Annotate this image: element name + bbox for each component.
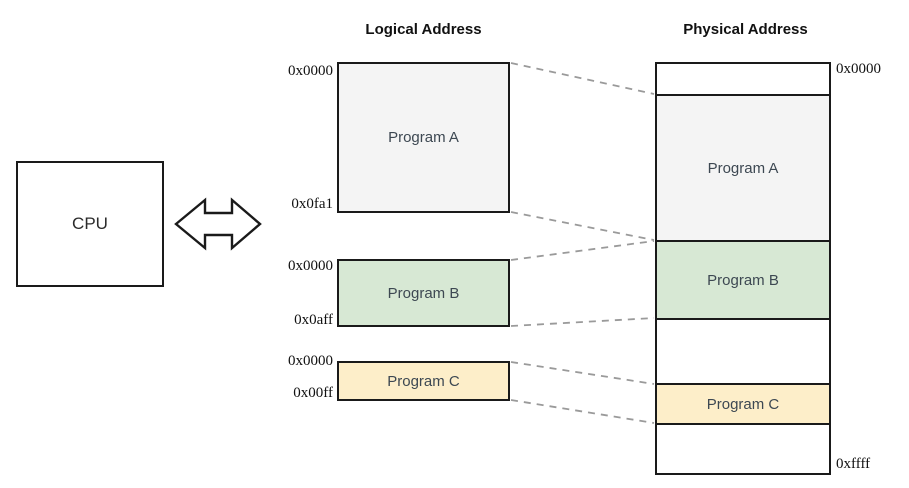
physical-segment-program-b: Program B (655, 240, 831, 318)
physical-bottom-addr: 0xffff (836, 456, 871, 472)
physical-segment-free-middle (655, 318, 831, 383)
logical-c-end-addr: 0x00ff (293, 385, 333, 401)
logical-block-program-b: Program B (337, 259, 510, 327)
double-headed-arrow (174, 197, 262, 251)
physical-segment-program-a: Program A (655, 94, 831, 240)
logical-a-end-addr: 0x0fa1 (291, 196, 333, 212)
connector-c-bottom (510, 399, 655, 424)
connector-a-top (510, 62, 655, 95)
physical-address-title: Physical Address (683, 21, 808, 38)
logical-block-program-c: Program C (337, 361, 510, 401)
physical-top-addr: 0x0000 (836, 61, 881, 77)
physical-segment-free-top (655, 62, 831, 94)
logical-b-start-addr: 0x0000 (288, 258, 333, 274)
logical-block-program-a: Program A (337, 62, 510, 213)
logical-a-start-addr: 0x0000 (288, 63, 333, 79)
logical-address-title: Logical Address (365, 21, 482, 38)
logical-b-end-addr: 0x0aff (294, 312, 333, 328)
connector-b-top (510, 240, 655, 261)
logical-c-start-addr: 0x0000 (288, 353, 333, 369)
physical-segment-free-bottom (655, 423, 831, 475)
connector-b-bottom (510, 317, 655, 327)
connector-c-top (510, 361, 655, 385)
cpu-box: CPU (16, 161, 164, 287)
physical-segment-program-c: Program C (655, 383, 831, 423)
connector-a-bottom (510, 211, 655, 241)
